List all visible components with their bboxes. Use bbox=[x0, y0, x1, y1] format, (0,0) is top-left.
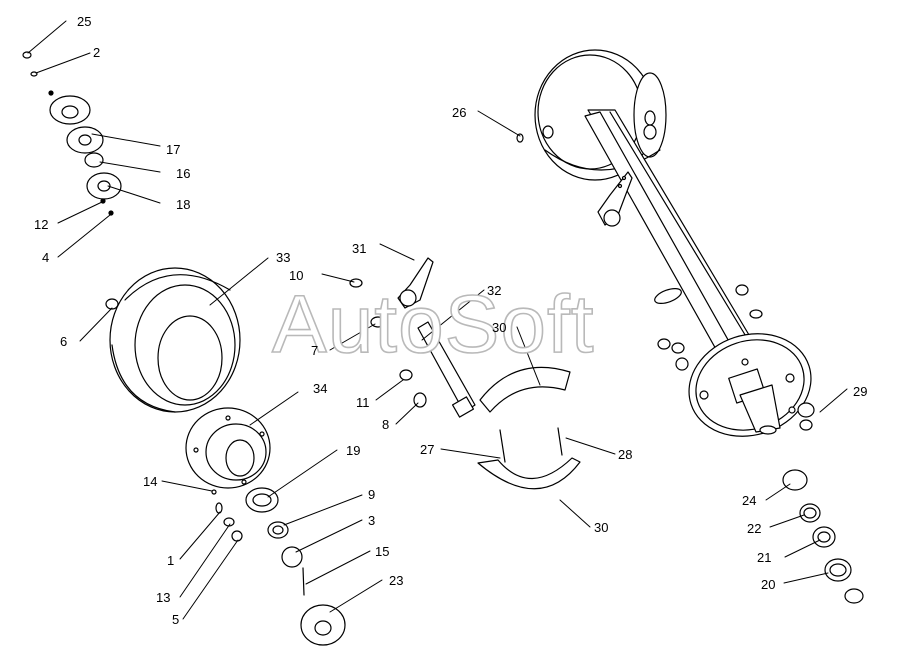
callout-18: 18 bbox=[176, 197, 191, 212]
callout-1: 1 bbox=[167, 553, 175, 568]
callout-20: 20 bbox=[761, 577, 776, 592]
callout-27: 27 bbox=[420, 442, 435, 457]
callout-30-top: 30 bbox=[492, 320, 507, 335]
watermark-text: AutoSoft bbox=[271, 278, 595, 371]
callout-10: 10 bbox=[289, 268, 304, 283]
axle-assembly bbox=[516, 49, 815, 437]
callout-11: 11 bbox=[356, 395, 370, 410]
wheel-hub bbox=[185, 407, 271, 489]
callout-16: 16 bbox=[176, 166, 191, 181]
callout-9: 9 bbox=[368, 487, 376, 502]
callout-31: 31 bbox=[352, 241, 367, 256]
brake-drum bbox=[109, 267, 241, 413]
callout-4: 4 bbox=[42, 250, 50, 265]
callout-26: 26 bbox=[452, 105, 467, 120]
callout-3: 3 bbox=[368, 513, 376, 528]
callout-34: 34 bbox=[313, 381, 328, 396]
callout-6: 6 bbox=[60, 334, 68, 349]
callout-7: 7 bbox=[311, 343, 319, 358]
callout-5: 5 bbox=[172, 612, 180, 627]
callout-33: 33 bbox=[276, 250, 291, 265]
callout-23: 23 bbox=[389, 573, 404, 588]
callout-25: 25 bbox=[77, 14, 92, 29]
callout-29: 29 bbox=[853, 384, 868, 399]
callout-2: 2 bbox=[93, 45, 101, 60]
bearing-parts bbox=[105, 298, 864, 646]
callout-14: 14 bbox=[143, 474, 158, 489]
brake-shoe-assembly bbox=[349, 257, 581, 490]
callout-28: 28 bbox=[618, 447, 633, 462]
hub-cap-stack bbox=[22, 51, 122, 216]
callout-30-bottom: 30 bbox=[594, 520, 609, 535]
callout-13: 13 bbox=[156, 590, 171, 605]
callout-24: 24 bbox=[742, 493, 757, 508]
callout-17: 17 bbox=[166, 142, 181, 157]
callout-21: 21 bbox=[757, 550, 772, 565]
callout-8: 8 bbox=[382, 417, 390, 432]
callout-19: 19 bbox=[346, 443, 361, 458]
callout-15: 15 bbox=[375, 544, 390, 559]
callout-12: 12 bbox=[34, 217, 49, 232]
leader-lines bbox=[27, 20, 848, 620]
callout-22: 22 bbox=[747, 521, 762, 536]
callout-32: 32 bbox=[487, 283, 502, 298]
